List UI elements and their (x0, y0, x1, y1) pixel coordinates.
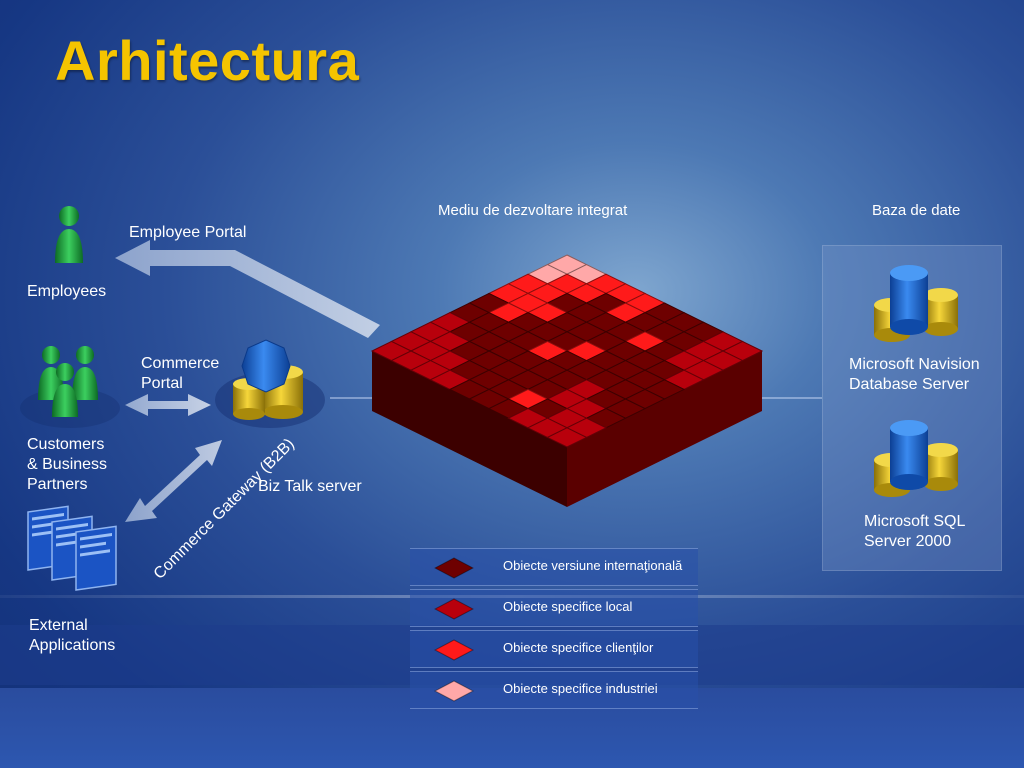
external-applications-label: External Applications (29, 617, 116, 654)
employee-portal-arrow (115, 240, 380, 338)
object-matrix (370, 254, 764, 507)
legend-label: Obiecte specifice industriei (503, 681, 658, 696)
legend-label: Obiecte versiune internaţională (503, 558, 683, 573)
database-panel (822, 245, 1002, 571)
legend-item: Obiecte specifice clienţilor (410, 630, 698, 668)
employees-label: Employees (27, 283, 107, 300)
application-window-icon (27, 505, 117, 591)
legend-diamond-icon (434, 680, 474, 702)
database-header-label: Baza de date (872, 202, 961, 219)
commerce-gateway-arrow (125, 440, 222, 522)
legend-item: Obiecte specifice local (410, 589, 698, 627)
matrix-side (372, 351, 567, 507)
commerce-portal-label: Commerce Portal (141, 355, 220, 392)
biztalk-label: Biz Talk server (258, 478, 362, 495)
employee-portal-label: Employee Portal (129, 224, 247, 241)
legend-label: Obiecte specifice local (503, 599, 633, 614)
database-icon (874, 420, 958, 497)
database-icon (874, 265, 958, 342)
navision-label: Microsoft Navision Database Server (849, 356, 980, 393)
legend-item: Obiecte specifice industriei (410, 671, 698, 709)
ide-label: Mediu de dezvoltare integrat (438, 202, 628, 219)
matrix-cell (546, 427, 588, 448)
legend-item: Obiecte versiune internaţională (410, 548, 698, 586)
legend-label: Obiecte specifice clienţilor (503, 640, 654, 655)
legend: Obiecte versiune internaţională Obiecte … (410, 548, 698, 712)
commerce-portal-arrow (125, 394, 211, 416)
page-title: Arhitectura (55, 29, 360, 92)
group-icon (38, 346, 98, 417)
customers-label: Customers & Business Partners (27, 436, 108, 493)
person-icon (55, 206, 83, 263)
legend-diamond-icon (434, 639, 474, 661)
matrix-side (567, 351, 762, 507)
legend-diamond-icon (434, 598, 474, 620)
legend-diamond-icon (434, 557, 474, 579)
sql-server-label: Microsoft SQL Server 2000 (864, 513, 966, 550)
server-icon (233, 339, 303, 420)
